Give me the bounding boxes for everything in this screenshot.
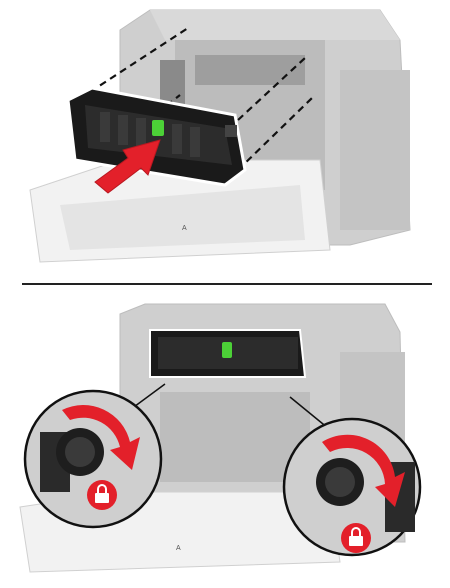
left-rotate-arrow [62, 405, 140, 470]
insert-fuser-svg: A [29, 9, 411, 263]
fuser-unit [66, 86, 247, 187]
lock-fuser-svg: A [19, 303, 422, 573]
fuser-unit-installed [149, 329, 307, 378]
step-insert-fuser-illustration: A [0, 0, 450, 270]
printer-top-cover [150, 10, 400, 40]
right-rotate-arrow [322, 434, 405, 507]
insert-direction-arrow [94, 139, 161, 194]
door-label: A [176, 545, 181, 552]
door-label: A [182, 225, 187, 232]
printer-interior [160, 392, 310, 482]
step-lock-fuser-illustration: A [0, 292, 450, 588]
printer-side-panel [340, 70, 410, 230]
right-lock-icon [349, 536, 363, 546]
fuser-latch-green [222, 342, 232, 358]
left-knob-callout [23, 389, 163, 529]
step-divider [22, 283, 432, 285]
front-door-inner [60, 185, 305, 250]
left-lock-icon [95, 493, 109, 503]
fuser-latch-green [152, 120, 164, 136]
right-knob-callout [282, 417, 422, 557]
interior-frame [195, 55, 305, 85]
